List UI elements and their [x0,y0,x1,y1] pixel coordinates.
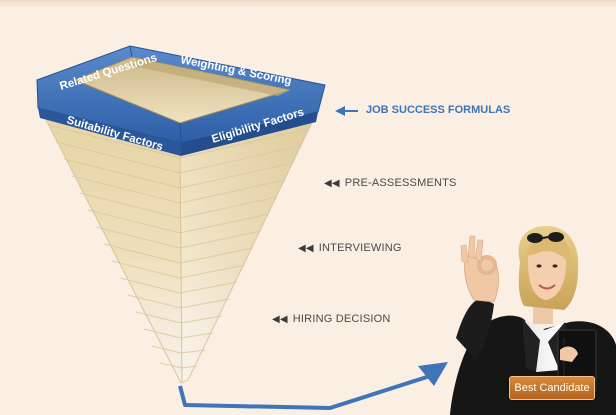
double-left-arrow-icon: ◀◀ [324,178,340,189]
double-left-arrow-icon: ◀◀ [298,243,314,254]
stage-label-text: INTERVIEWING [318,242,402,254]
candidate-arrow-icon [178,362,448,410]
stage-interviewing: ◀◀ INTERVIEWING [298,242,402,254]
stage-label-text: PRE-ASSESSMENTS [344,177,457,189]
double-left-arrow-icon: ◀◀ [272,314,288,325]
funnel-body [39,107,318,384]
best-candidate-badge[interactable]: Best Candidate [509,376,595,400]
job-success-formulas-label: JOB SUCCESS FORMULAS [366,104,511,116]
stage-hiring-decision: ◀◀ HIRING DECISION [272,313,391,325]
formulas-arrow-icon [335,106,358,116]
top-border [0,0,616,8]
stage-label-text: HIRING DECISION [292,313,391,325]
stage-pre-assessments: ◀◀ PRE-ASSESSMENTS [324,177,457,189]
